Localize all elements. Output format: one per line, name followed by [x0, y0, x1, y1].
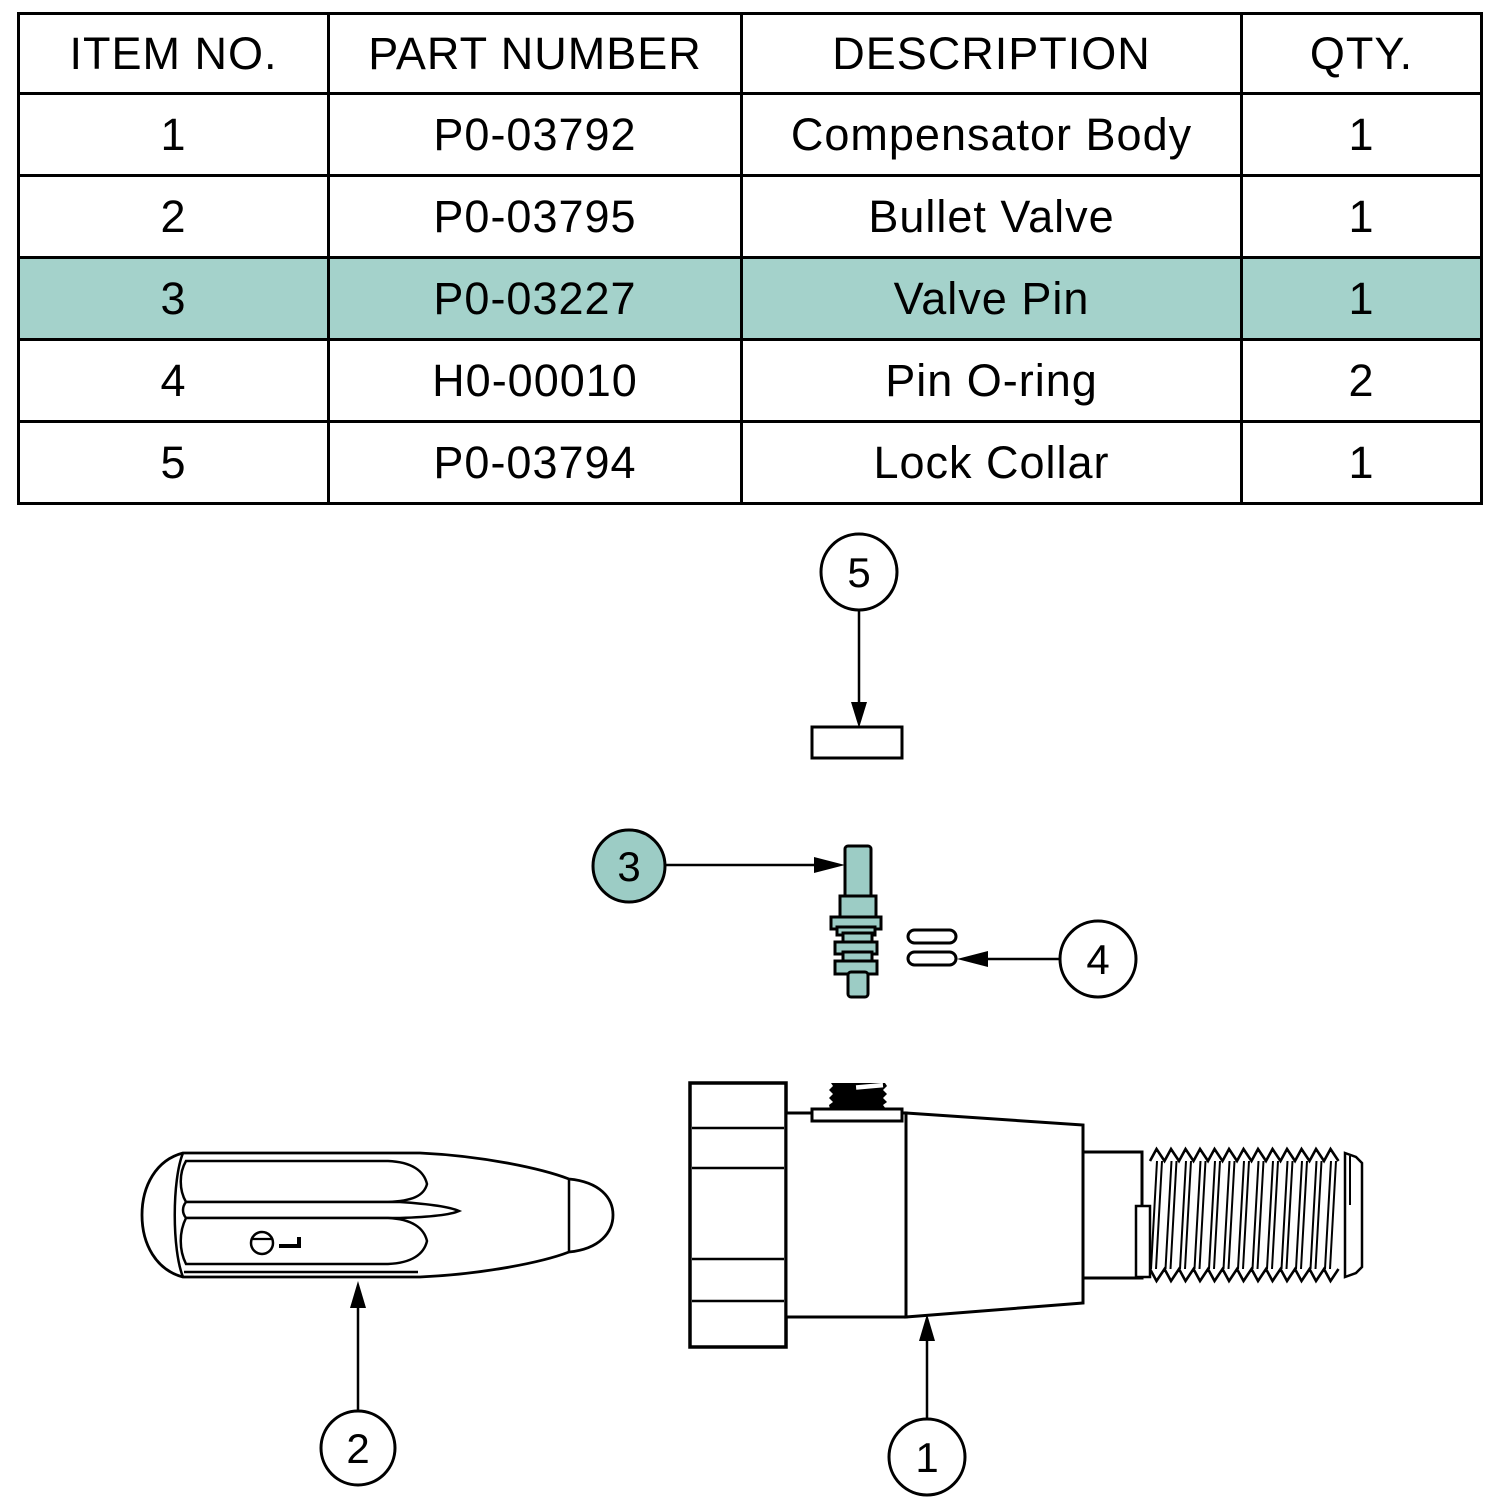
bom-header: ITEM NO. PART NUMBER DESCRIPTION QTY. — [17, 12, 1483, 95]
arrowhead — [814, 857, 845, 873]
part-bullet-valve[interactable] — [140, 1151, 615, 1279]
bom-header-qty: QTY. — [1240, 12, 1483, 95]
bom-cell-item: 4 — [17, 338, 330, 423]
bom-cell-desc: Compensator Body — [740, 92, 1243, 177]
balloon-3[interactable]: 3 — [591, 828, 845, 904]
bom-header-item: ITEM NO. — [17, 12, 330, 95]
bom-cell-desc: Lock Collar — [740, 420, 1243, 505]
bom-cell-qty: 1 — [1240, 256, 1483, 341]
bom-header-desc: DESCRIPTION — [740, 12, 1243, 95]
part-compensator-body[interactable] — [688, 1081, 1364, 1349]
balloon-5[interactable]: 5 — [819, 532, 899, 728]
center-rib — [181, 1200, 463, 1220]
bom-cell-part: P0-03227 — [327, 256, 743, 341]
bom-cell-item: 5 — [17, 420, 330, 505]
balloon-2[interactable]: 2 — [319, 1281, 397, 1487]
engraved-marks — [249, 1230, 301, 1256]
knurled-ring — [688, 1081, 788, 1349]
svg-text:3: 3 — [617, 843, 640, 890]
balloon-1[interactable]: 1 — [887, 1314, 967, 1497]
main-block — [784, 1111, 908, 1319]
bom-header-part: PART NUMBER — [327, 12, 743, 95]
svg-text:2: 2 — [346, 1425, 369, 1472]
bom-header-row: ITEM NO. PART NUMBER DESCRIPTION QTY. — [17, 12, 1483, 95]
arrowhead — [919, 1314, 935, 1341]
part-lock-collar[interactable] — [810, 725, 904, 760]
set-screw-slot — [855, 1082, 884, 1090]
svg-text:4: 4 — [1086, 936, 1109, 983]
bom-cell-qty: 2 — [1240, 338, 1483, 423]
bom-cell-part: H0-00010 — [327, 338, 743, 423]
cap-edge — [173, 1152, 185, 1278]
svg-text:5: 5 — [847, 549, 870, 596]
upper-flute — [179, 1159, 429, 1204]
arrowhead — [350, 1281, 366, 1308]
set-screw — [829, 1083, 887, 1109]
bom-cell-qty: 1 — [1240, 92, 1483, 177]
bom-cell-qty: 1 — [1240, 420, 1483, 505]
bom-cell-part: P0-03795 — [327, 174, 743, 259]
thread-end-band — [1343, 1151, 1364, 1279]
set-screw-boss — [810, 1107, 904, 1123]
balloon-4[interactable]: 4 — [957, 919, 1138, 999]
lower-flute — [179, 1216, 429, 1266]
arrowhead — [851, 702, 867, 728]
bom-cell-item: 1 — [17, 92, 330, 177]
knurl-lines — [692, 1126, 784, 1303]
bom-cell-desc: Valve Pin — [740, 256, 1243, 341]
threads — [1148, 1146, 1340, 1284]
svg-text:1: 1 — [915, 1434, 938, 1481]
bom-cell-part: P0-03792 — [327, 92, 743, 177]
bom-cell-item: 3 — [17, 256, 330, 341]
bom-cell-part: P0-03794 — [327, 420, 743, 505]
shank — [1081, 1150, 1144, 1280]
arrowhead — [957, 951, 988, 967]
part-valve-pin[interactable] — [829, 844, 883, 999]
bom-cell-item: 2 — [17, 174, 330, 259]
part-pin-o-rings[interactable] — [906, 928, 958, 967]
bom-cell-desc: Bullet Valve — [740, 174, 1243, 259]
taper-section — [904, 1111, 1085, 1319]
thread-runout — [1134, 1204, 1152, 1279]
bom-cell-qty: 1 — [1240, 174, 1483, 259]
bom-cell-desc: Pin O-ring — [740, 338, 1243, 423]
